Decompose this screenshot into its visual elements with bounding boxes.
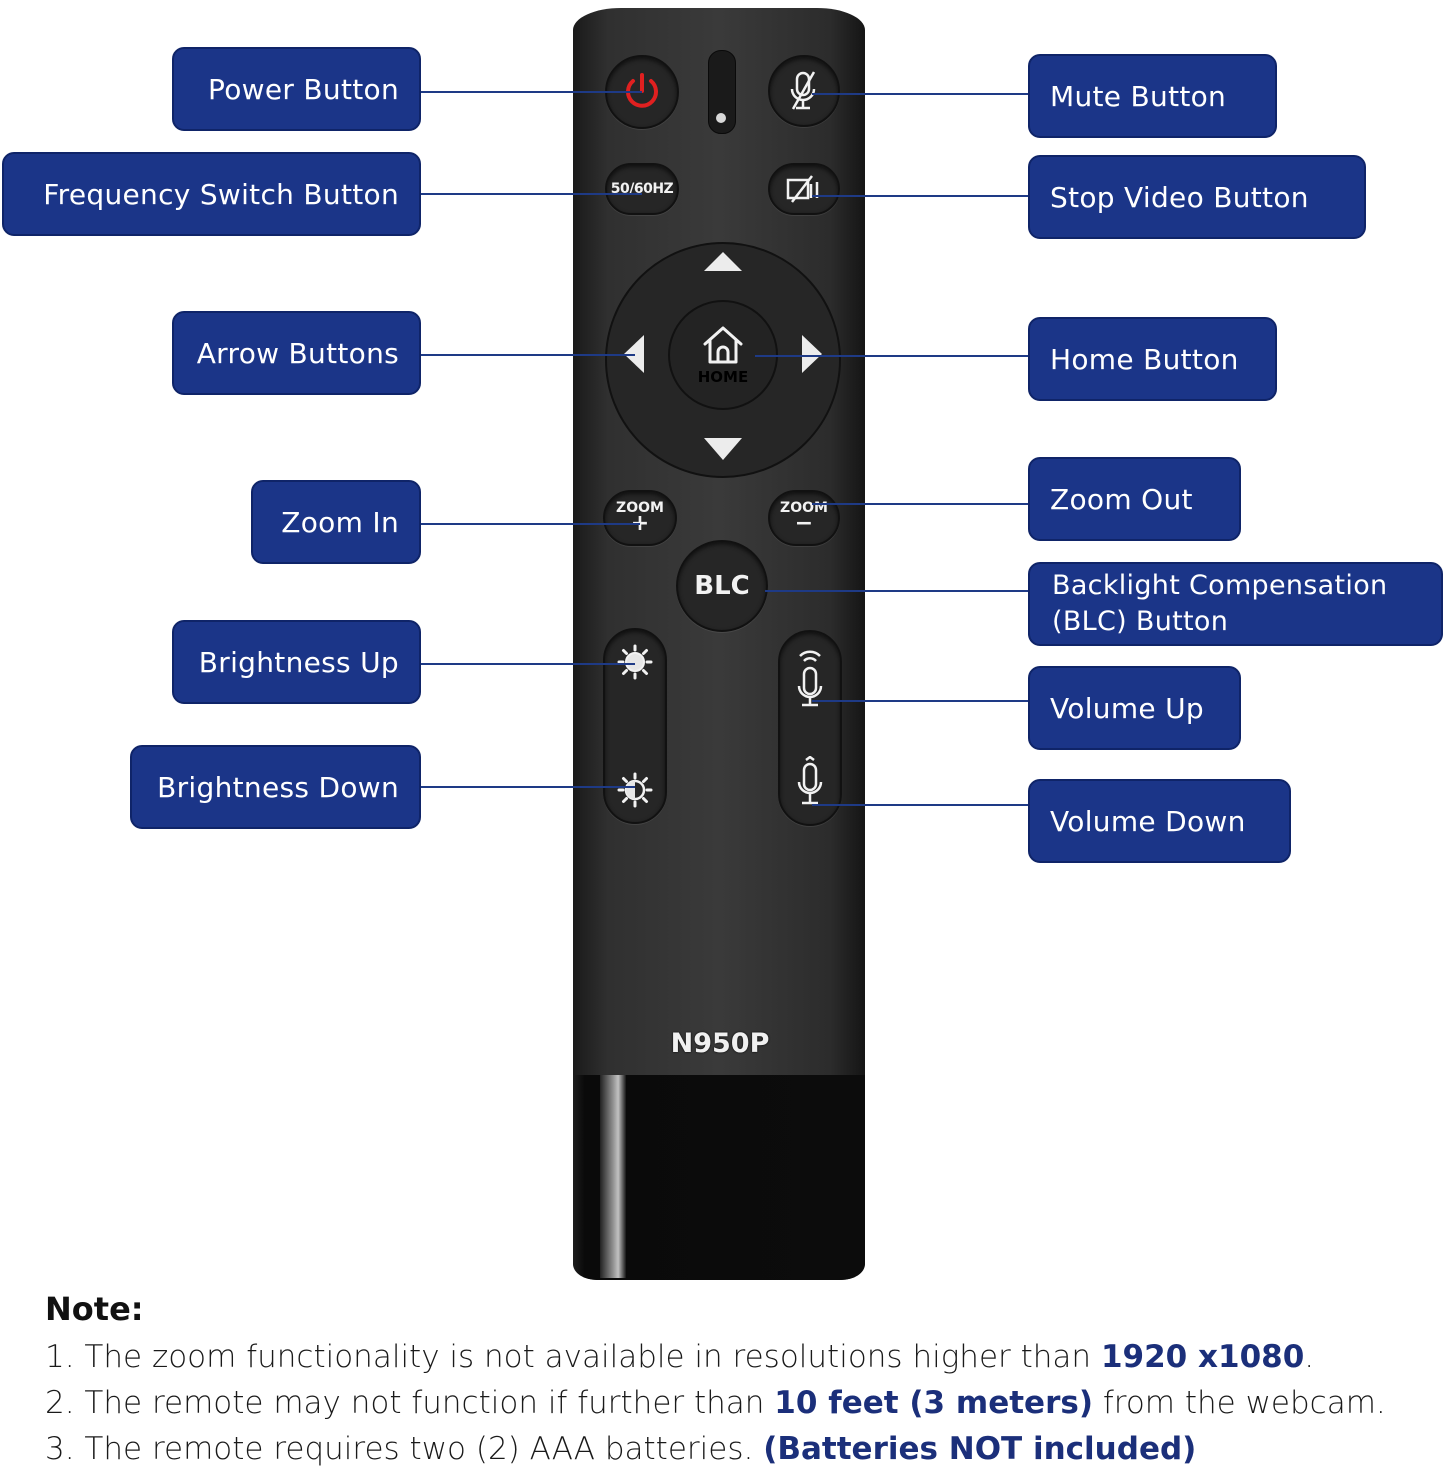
label-text: Backlight Compensation (BLC) Button — [1052, 570, 1388, 637]
zoom-in-button[interactable]: ZOOM + — [603, 490, 677, 546]
arrow-down-icon[interactable] — [704, 438, 742, 460]
label-stop-video-button: Stop Video Button — [1028, 155, 1366, 239]
note-emphasis: (Batteries NOT included) — [763, 1431, 1197, 1467]
sun-filled-icon[interactable] — [617, 644, 653, 680]
note-item-1: 1. The zoom functionality is not availab… — [45, 1334, 1445, 1380]
model-number: N950P — [670, 1028, 770, 1059]
label-text: Volume Down — [1050, 804, 1246, 838]
brightness-rocker — [603, 628, 667, 824]
label-volume-up: Volume Up — [1028, 666, 1241, 750]
notes-title: Note: — [45, 1290, 144, 1328]
label-frequency-switch-button: Frequency Switch Button — [2, 152, 421, 236]
label-text: Brightness Down — [157, 770, 399, 804]
sun-half-icon[interactable] — [617, 772, 653, 808]
label-text: Zoom Out — [1050, 482, 1193, 516]
leader-arrows — [420, 354, 635, 356]
zoom-out-button[interactable]: ZOOM − — [768, 490, 840, 546]
note-text: 2. The remote may not function if furthe… — [45, 1385, 775, 1421]
note-text: from the webcam. — [1093, 1385, 1386, 1421]
note-emphasis: 1920 x1080 — [1100, 1339, 1305, 1375]
blc-label: BLC — [694, 571, 750, 601]
mute-button[interactable] — [768, 55, 840, 127]
label-text: Brightness Up — [198, 645, 399, 679]
remote-tip-highlight — [600, 1075, 626, 1278]
status-led — [716, 113, 726, 123]
note-item-2: 2. The remote may not function if furthe… — [45, 1380, 1445, 1426]
label-text: Frequency Switch Button — [43, 177, 399, 211]
note-text: 1. The zoom functionality is not availab… — [45, 1339, 1101, 1375]
arrow-up-icon[interactable] — [704, 252, 742, 271]
label-text: Volume Up — [1050, 691, 1205, 725]
home-icon — [703, 326, 743, 364]
note-item-3: 3. The remote requires two (2) AAA batte… — [45, 1426, 1445, 1472]
label-text: Arrow Buttons — [196, 336, 399, 370]
plus-icon: + — [630, 511, 650, 536]
arrow-right-icon[interactable] — [802, 335, 822, 373]
label-blc-button: Backlight Compensation (BLC) Button — [1028, 562, 1443, 646]
leader-volume-up — [812, 700, 1030, 702]
label-text: Power Button — [208, 72, 399, 106]
label-text: Mute Button — [1050, 79, 1227, 113]
note-emphasis: 10 feet (3 meters) — [774, 1385, 1093, 1421]
leader-stop-video — [812, 195, 1030, 197]
leader-zoom-out — [812, 503, 1030, 505]
label-mute-button: Mute Button — [1028, 54, 1277, 138]
label-brightness-up: Brightness Up — [172, 620, 421, 704]
stop-video-button[interactable] — [768, 163, 840, 215]
label-text: Zoom In — [281, 505, 399, 539]
label-text: Home Button — [1050, 342, 1239, 376]
label-text: Stop Video Button — [1050, 180, 1309, 214]
mic-icon[interactable] — [793, 756, 827, 810]
label-volume-down: Volume Down — [1028, 779, 1291, 863]
leader-blc — [765, 590, 1030, 592]
label-arrow-buttons: Arrow Buttons — [172, 311, 421, 395]
frequency-switch-button[interactable]: 50/60HZ — [605, 163, 679, 215]
video-off-icon — [786, 175, 819, 203]
mic-off-icon — [790, 71, 816, 110]
minus-icon: − — [794, 511, 814, 536]
note-text: . — [1304, 1339, 1315, 1375]
notes-section: Note: 1. The zoom functionality is not a… — [45, 1290, 1445, 1472]
leader-mute — [812, 93, 1030, 95]
home-label: HOME — [697, 368, 749, 386]
leader-frequency — [420, 193, 642, 195]
zoom-in-label: ZOOM — [616, 500, 664, 516]
leader-volume-down — [812, 804, 1030, 806]
leader-home — [755, 355, 1030, 357]
leader-brightness-up — [420, 663, 635, 665]
leader-zoom-in — [420, 523, 640, 525]
label-zoom-out: Zoom Out — [1028, 457, 1241, 541]
label-brightness-down: Brightness Down — [130, 745, 421, 829]
volume-rocker — [778, 630, 842, 826]
blc-button[interactable]: BLC — [676, 540, 768, 632]
note-text: 3. The remote requires two (2) AAA batte… — [45, 1431, 764, 1467]
mic-waves-icon[interactable] — [793, 646, 827, 712]
label-power-button: Power Button — [172, 47, 421, 131]
power-icon — [626, 73, 658, 108]
label-home-button: Home Button — [1028, 317, 1277, 401]
leader-power — [420, 91, 642, 93]
power-button[interactable] — [605, 55, 679, 129]
leader-brightness-down — [420, 786, 635, 788]
label-zoom-in: Zoom In — [251, 480, 421, 564]
